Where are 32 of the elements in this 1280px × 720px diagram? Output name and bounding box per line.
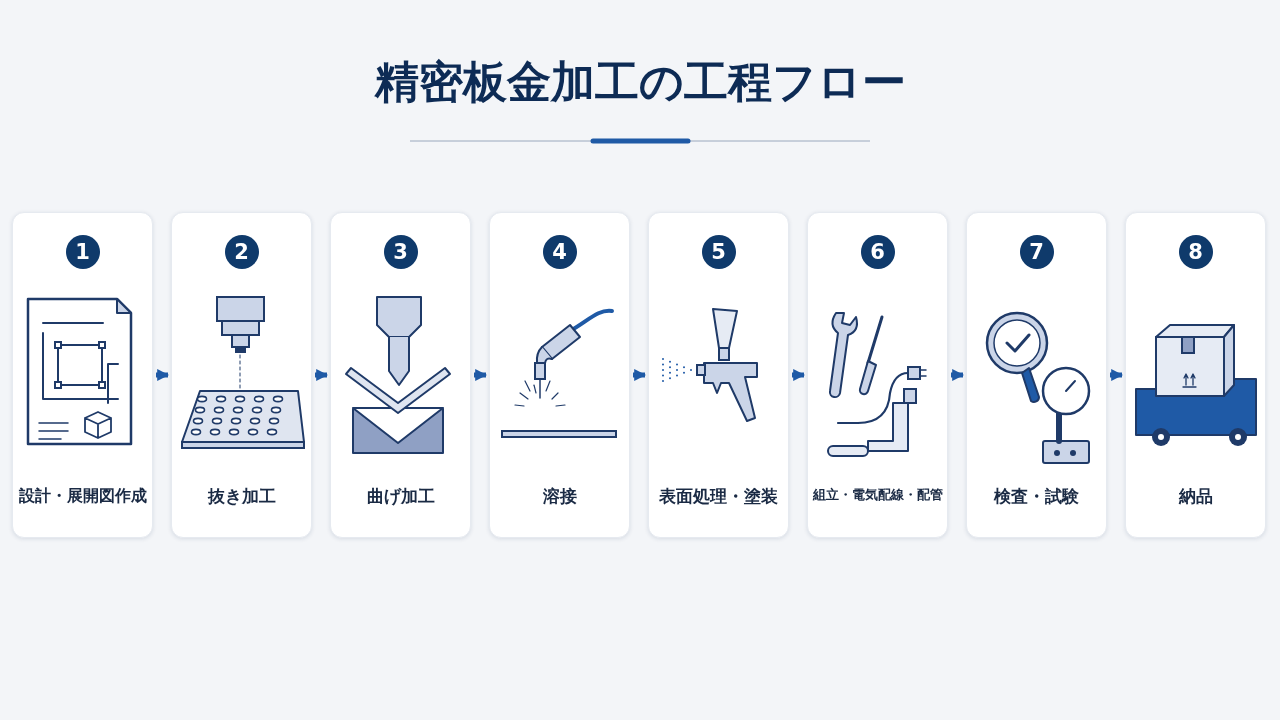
step-label: 曲げ加工 — [365, 484, 436, 508]
step-label: 抜き加工 — [206, 484, 277, 508]
step-card — [648, 212, 789, 538]
step-card — [330, 212, 471, 538]
step-card — [171, 212, 312, 538]
step-label: 溶接 — [541, 484, 578, 508]
step-number: 4 — [542, 235, 577, 269]
arrow — [156, 369, 170, 381]
step-number: 2 — [224, 235, 259, 269]
step-number: 1 — [65, 235, 100, 269]
step-number: 3 — [383, 235, 418, 269]
arrow — [633, 369, 647, 381]
step-label: 納品 — [1177, 484, 1214, 508]
step-label: 組立・電気配線・配管 — [811, 486, 944, 504]
step-number: 7 — [1019, 235, 1054, 269]
step-card — [966, 212, 1107, 538]
title: 精密板金加工の工程フロー — [373, 55, 907, 109]
step-card — [12, 212, 153, 538]
arrow — [792, 369, 806, 381]
step-label: 表面処理・塗装 — [658, 484, 779, 508]
arrow — [474, 369, 488, 381]
arrow — [1110, 369, 1124, 381]
step-card — [807, 212, 948, 538]
step-label: 検査・試験 — [993, 484, 1080, 508]
step-card — [1125, 212, 1266, 538]
arrow — [951, 369, 965, 381]
step-card — [489, 212, 630, 538]
step-number: 6 — [860, 235, 895, 269]
step-label: 設計・展開図作成 — [17, 484, 148, 507]
step-number: 8 — [1178, 235, 1213, 269]
arrow — [315, 369, 329, 381]
step-number: 5 — [701, 235, 736, 269]
